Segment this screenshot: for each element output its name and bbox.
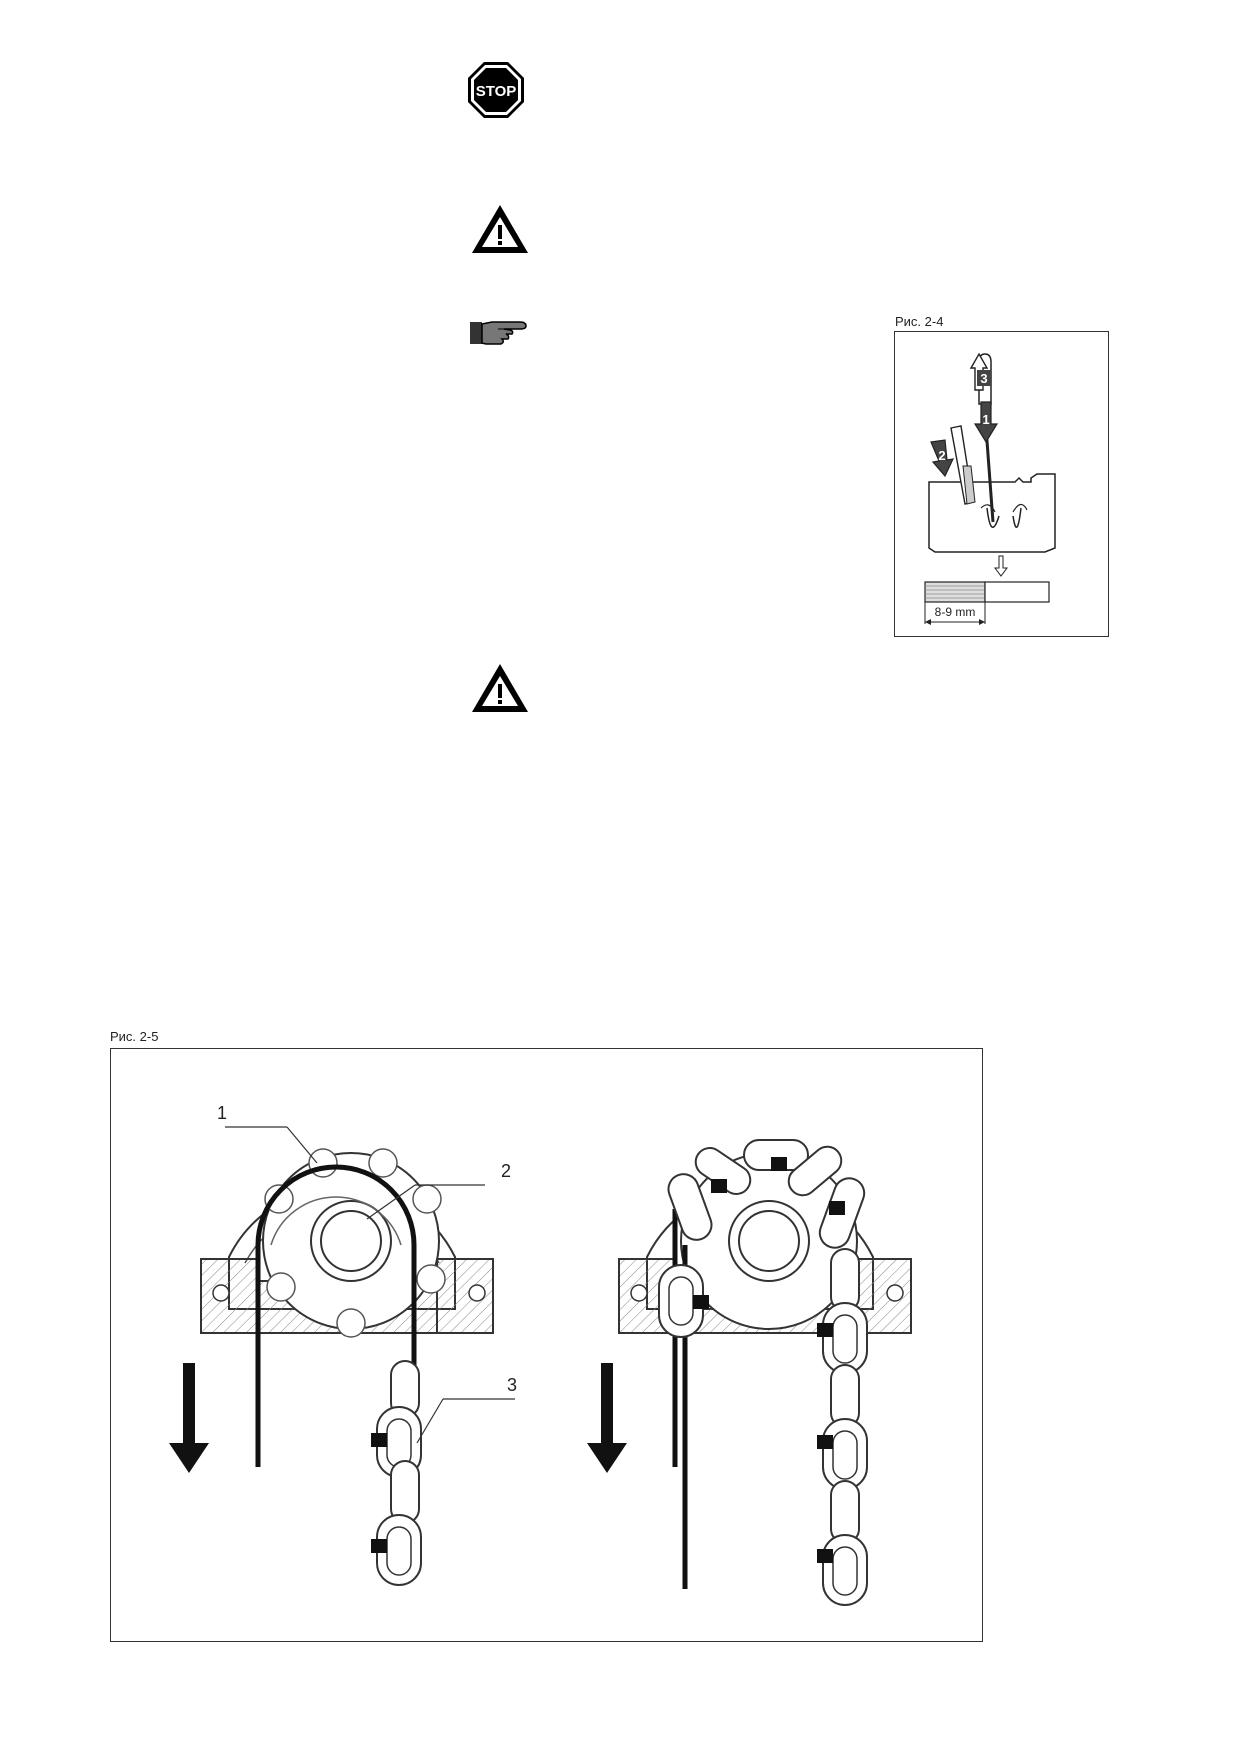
warning-triangle-icon bbox=[470, 203, 530, 257]
sprocket-assembly-left: 1 2 3 bbox=[169, 1103, 517, 1586]
callout-2: 2 bbox=[501, 1161, 511, 1181]
step-3-label: 3 bbox=[980, 371, 987, 386]
warning-triangle-icon bbox=[470, 662, 530, 716]
figure-caption: Рис. 2-5 bbox=[110, 1029, 159, 1044]
stop-label: STOP bbox=[476, 83, 517, 100]
step-1-label: 1 bbox=[982, 412, 989, 427]
callout-1: 1 bbox=[217, 1103, 227, 1123]
dimension-label: 8-9 mm bbox=[935, 605, 976, 619]
callout-3: 3 bbox=[507, 1375, 517, 1395]
step-2-label: 2 bbox=[938, 448, 945, 463]
figure-caption: Рис. 2-4 bbox=[895, 314, 944, 329]
sprocket-assembly-right bbox=[587, 1139, 912, 1606]
figure-2-5: 1 2 3 bbox=[110, 1048, 983, 1642]
stop-sign-icon: STOP bbox=[466, 60, 526, 120]
pointing-hand-icon bbox=[468, 316, 532, 348]
figure-2-4: 3 1 2 8-9 mm bbox=[894, 331, 1109, 637]
